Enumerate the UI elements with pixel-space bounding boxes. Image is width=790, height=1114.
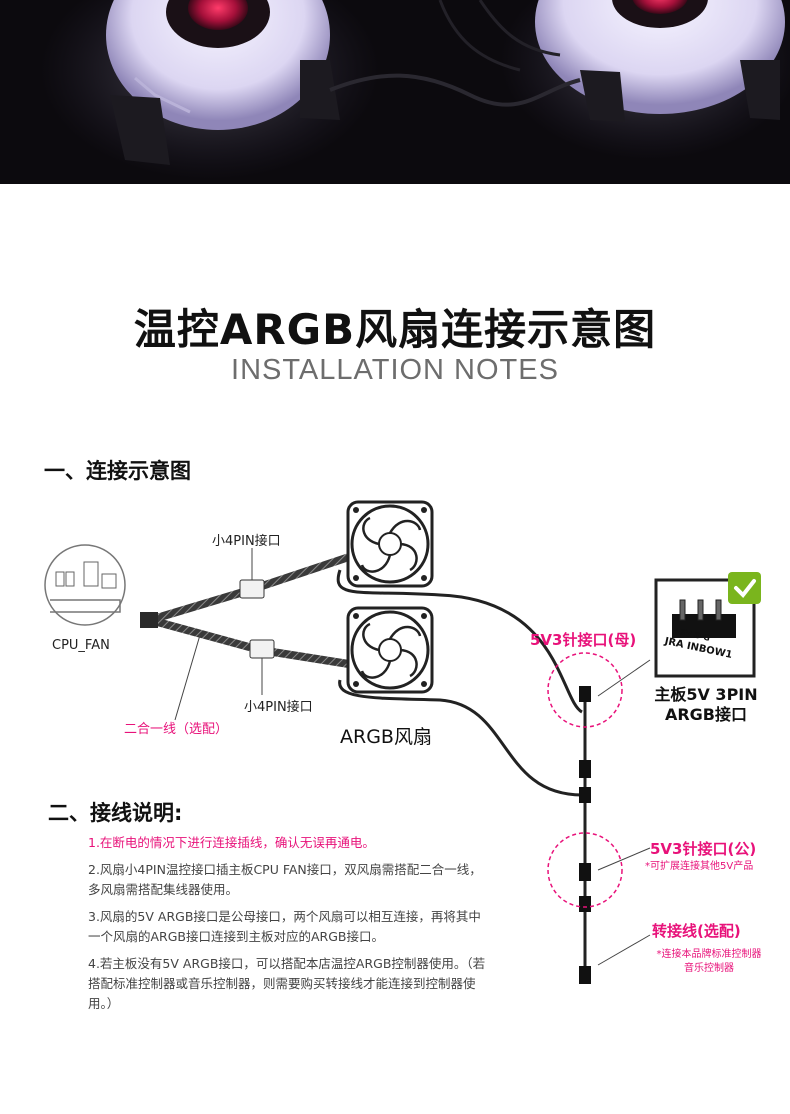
label-argb-fan: ARGB风扇	[340, 722, 432, 749]
note-item-3: 3.风扇的5V ARGB接口是公母接口，两个风扇可以相互连接，再将其中一个风扇的…	[88, 907, 488, 947]
top-4pin-connector	[240, 580, 264, 598]
adapter-note-line2: 音乐控制器	[645, 962, 773, 976]
fan-top-icon	[348, 502, 432, 586]
label-small-4pin-bottom: 小4PIN接口	[244, 696, 313, 715]
note-item-1: 1.在断电的情况下进行连接插线，确认无误再通电。	[88, 833, 488, 853]
label-port-female: 5V3针接口(母)	[530, 629, 636, 650]
cpu-fan-header-illustration	[45, 545, 125, 625]
label-y-cable: 二合一线（选配）	[124, 718, 228, 737]
connector-male-2	[579, 863, 591, 881]
bottom-4pin-connector	[250, 640, 274, 658]
page-title: 温控ARGB风扇连接示意图	[0, 296, 790, 357]
adapter-note-line1: *连接本品牌标准控制器	[645, 948, 773, 962]
check-icon	[728, 572, 761, 604]
label-cpu-fan: CPU_FAN	[52, 638, 110, 653]
label-adapter: 转接线(选配)	[652, 920, 741, 941]
port-male-note: *可扩展连接其他5V产品	[645, 860, 753, 874]
label-small-4pin-top: 小4PIN接口	[212, 530, 281, 549]
connector-female-1	[579, 686, 591, 702]
section1-heading: 一、连接示意图	[44, 455, 191, 485]
fan-bottom-icon	[348, 608, 432, 692]
note-item-2: 2.风扇小4PIN温控接口插主板CPU FAN接口，双风扇需搭配二合一线，多风扇…	[88, 860, 488, 900]
connector-adapter	[579, 896, 591, 912]
motherboard-label: 主板5V 3PIN ARGB接口	[640, 685, 772, 725]
notes-list: 1.在断电的情况下进行连接插线，确认无误再通电。 2.风扇小4PIN温控接口插主…	[88, 833, 488, 1021]
page-subtitle: INSTALLATION NOTES	[0, 354, 790, 387]
note-item-4: 4.若主板没有5V ARGB接口，可以搭配本店温控ARGB控制器使用。（若搭配标…	[88, 954, 488, 1014]
motherboard-label-line2: ARGB接口	[640, 705, 772, 725]
y-cable-plug	[140, 612, 158, 628]
adapter-end	[579, 966, 591, 984]
adapter-note: *连接本品牌标准控制器 音乐控制器	[645, 948, 773, 976]
section2-heading: 二、接线说明:	[48, 797, 182, 827]
connector-female-2	[579, 787, 591, 803]
hero-photo	[0, 0, 790, 184]
label-port-male: 5V3针接口(公)	[650, 838, 756, 859]
motherboard-label-line1: 主板5V 3PIN	[640, 685, 772, 705]
connector-male-1	[579, 760, 591, 778]
